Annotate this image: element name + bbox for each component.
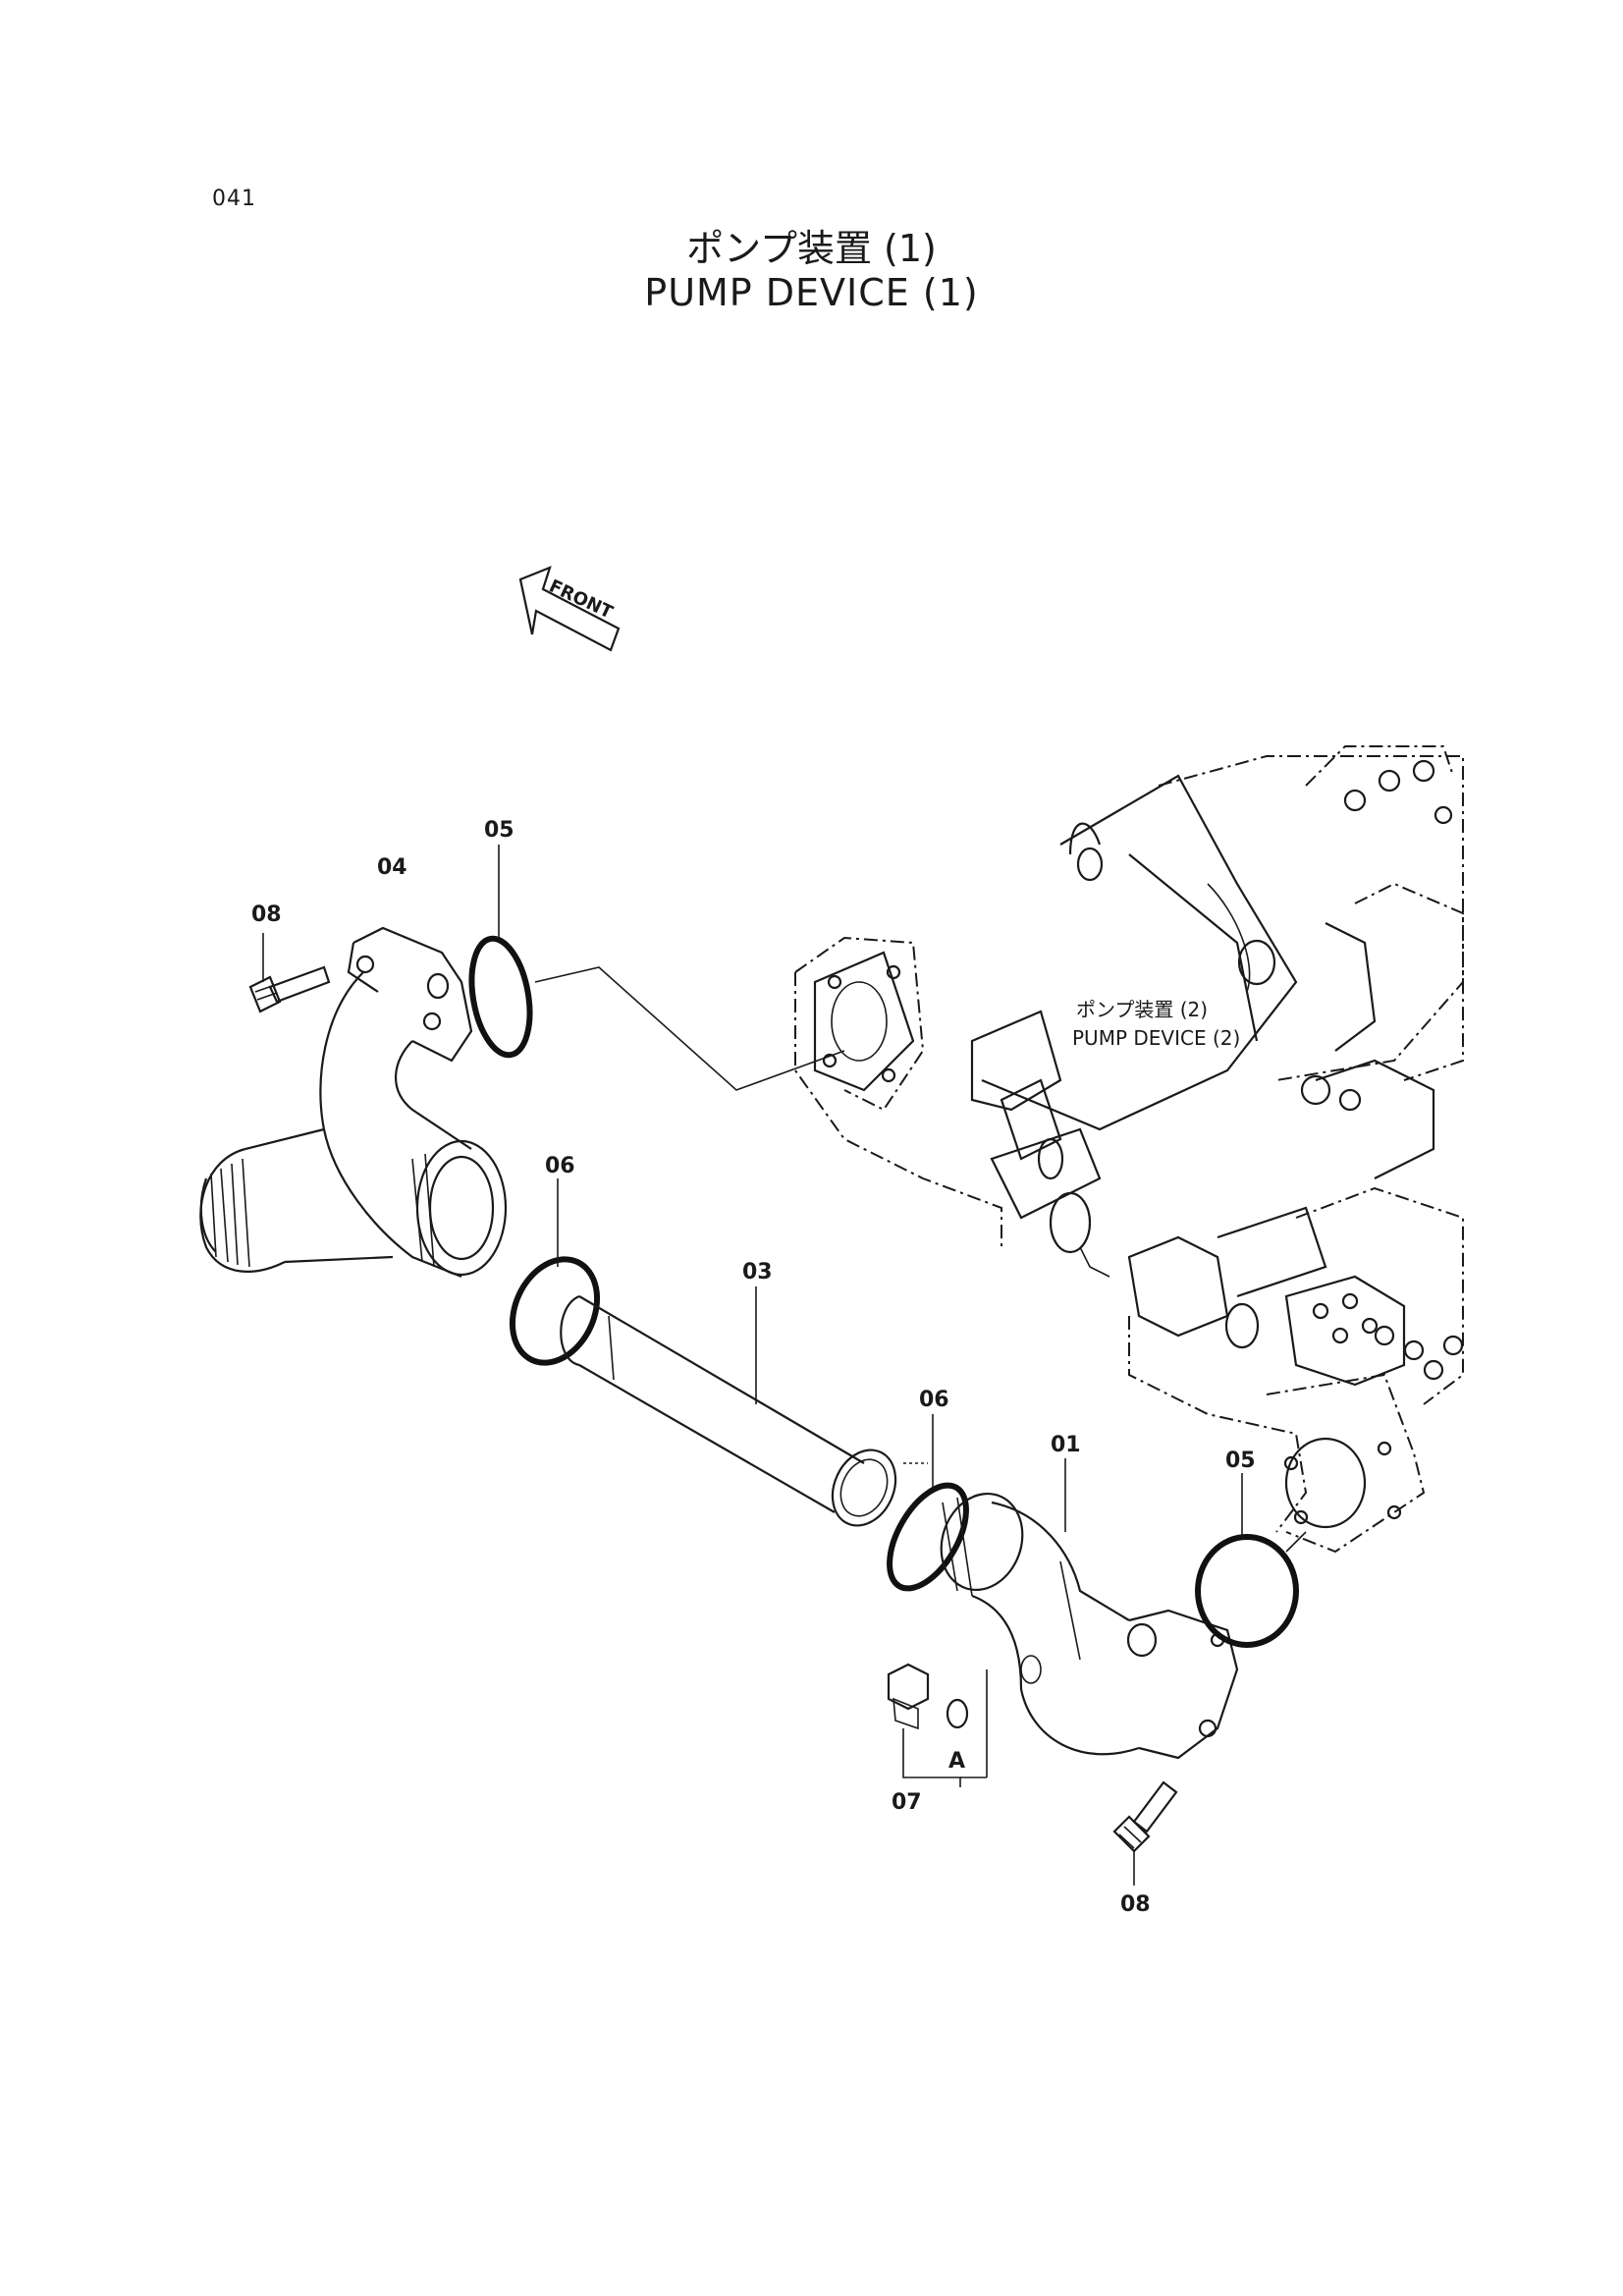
- part-06-oring-right: [887, 1482, 969, 1592]
- part-01-elbow: [940, 1458, 1239, 1760]
- part-08-bolt-bottom: [1112, 1780, 1178, 1886]
- ref-assembly-line2: PUMP DEVICE (2): [1072, 1026, 1240, 1050]
- callout-05-right: 05: [1225, 1449, 1256, 1473]
- page-number: 041: [212, 187, 256, 211]
- part-07-plug: [887, 1663, 988, 1787]
- part-08-bolt-top: [248, 933, 331, 1013]
- callout-08-bottom: 08: [1120, 1892, 1151, 1917]
- front-label: FRONT: [546, 575, 617, 623]
- callout-08-top: 08: [251, 902, 282, 927]
- ref-assembly-line1: ポンプ装置 (2): [1076, 998, 1208, 1021]
- page-title-english: PUMP DEVICE (1): [644, 271, 979, 314]
- part-03-pipe: [560, 1286, 897, 1527]
- callout-07: 07: [892, 1790, 922, 1815]
- callout-A: A: [948, 1749, 965, 1774]
- part-06-oring-left: [509, 1256, 601, 1366]
- part-05-oring-right: [1195, 1534, 1299, 1648]
- callout-01: 01: [1051, 1433, 1081, 1457]
- front-arrow-icon: FRONT: [518, 566, 621, 652]
- pump-device-2-assembly: [794, 745, 1464, 1554]
- part-04-elbow: [199, 926, 508, 1279]
- part-05-oring-top: [468, 935, 533, 1059]
- callout-04: 04: [377, 855, 407, 880]
- callout-05-top: 05: [484, 818, 514, 843]
- page-title-japanese: ポンプ装置 (1): [686, 227, 937, 270]
- callout-03: 03: [742, 1260, 773, 1285]
- callout-06-right: 06: [919, 1388, 949, 1412]
- callout-06-left: 06: [545, 1154, 575, 1178]
